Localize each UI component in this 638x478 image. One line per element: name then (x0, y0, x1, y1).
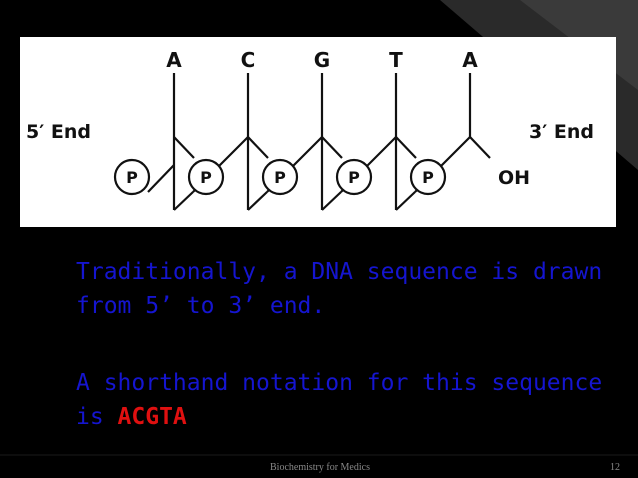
phosphate-circle (409, 158, 447, 196)
phosphate-circle (261, 158, 299, 196)
paragraph-shorthand: A shorthand notation for this sequence i… (76, 366, 616, 434)
five-prime-end-label: 5′ End (26, 121, 91, 143)
page-number: 12 (610, 462, 620, 473)
paragraph-direction: Traditionally, a DNA sequence is drawn f… (76, 259, 603, 319)
phosphate-circle (187, 158, 225, 196)
base-label: C (241, 48, 256, 72)
phosphate-circle (335, 158, 373, 196)
phosphate-label: P (126, 168, 138, 187)
phosphate-label: P (348, 168, 360, 187)
strand-backbone (147, 73, 491, 211)
sugar-diagonal (173, 136, 195, 159)
paragraph-shorthand-text: A shorthand notation for this sequence i… (76, 370, 603, 430)
sugar-diagonal (469, 136, 491, 159)
sugar-diagonal (247, 136, 269, 159)
sugar-diagonal (395, 136, 417, 159)
phosphate-label: P (200, 168, 212, 187)
base-label: T (389, 48, 403, 72)
backbone-link (247, 191, 268, 211)
backbone-link (173, 191, 194, 211)
phosphate-label: P (422, 168, 434, 187)
backbone-link (321, 191, 342, 211)
dna-strand-diagram: A C G T A P P P P P 5′ End 3′ End OH (26, 48, 594, 211)
footer-title: Biochemistry for Medics (270, 462, 370, 473)
phosphate-circle (113, 158, 151, 196)
hydroxyl-terminal-label: OH (498, 167, 530, 189)
sequence-notation: ACGTA (117, 404, 187, 430)
phosphate-label: P (274, 168, 286, 187)
five-prime-link (147, 164, 175, 193)
base-label: A (166, 48, 182, 72)
three-prime-end-label: 3′ End (529, 121, 594, 143)
dna-strand-figure: A C G T A P P P P P 5′ End 3′ End OH (20, 37, 616, 227)
backbone-link (395, 191, 416, 211)
sugar-diagonal (321, 136, 343, 159)
base-label: A (462, 48, 478, 72)
base-label: G (314, 48, 330, 72)
